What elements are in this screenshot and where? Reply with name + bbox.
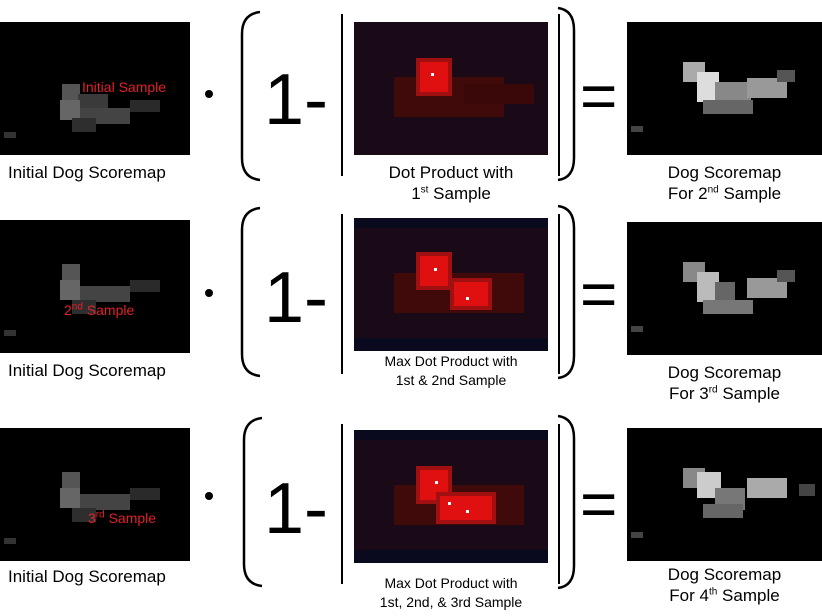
initial-dog-scoremap-3: 3rd Sample [0,428,190,561]
right-paren [557,6,576,182]
equals-sign: = [580,258,618,330]
one-minus: 1- [264,258,329,338]
abs-bar-right [558,14,560,176]
left-paren [242,416,263,588]
sample-label: Initial Sample [82,79,167,95]
left-paren [240,10,261,182]
dot-product-map-1 [354,22,548,155]
center-caption: Max Dot Product with 1st & 2nd Sample [384,353,518,388]
dog-scoremap-2nd [627,22,822,155]
right-paren [557,204,576,380]
multiply-dot [205,492,213,500]
sample-label: 3rd Sample [88,509,157,526]
abs-bar-left [341,214,343,374]
left-paren [240,206,261,378]
right-caption: Dog Scoremap For 4th Sample [667,565,782,605]
one-minus: 1- [264,60,329,140]
equals-sign: = [580,60,618,132]
abs-bar-left [341,424,343,584]
dot-product-map-3 [354,430,548,563]
dot-product-map-2 [354,218,548,351]
initial-dog-scoremap-1: Initial Sample [0,22,190,155]
center-caption: Dot Product with 1st Sample [388,163,514,203]
right-paren [557,414,576,590]
sample-label: 2nd Sample [64,301,135,318]
abs-bar-right [558,214,560,374]
left-caption: Initial Dog Scoremap [8,163,166,182]
right-caption: Dog Scoremap For 2nd Sample [667,163,782,203]
abs-bar-right [558,424,560,584]
initial-dog-scoremap-2: 2nd Sample [0,220,190,353]
left-caption: Initial Dog Scoremap [8,361,166,380]
dog-scoremap-4th [627,428,822,561]
one-minus: 1- [264,469,329,549]
right-caption: Dog Scoremap For 3rd Sample [667,363,782,403]
abs-bar-left [341,14,343,176]
equals-sign: = [580,468,618,540]
multiply-dot [205,90,213,98]
multiply-dot [205,289,213,297]
left-caption: Initial Dog Scoremap [8,567,166,586]
center-caption: Max Dot Product with 1st, 2nd, & 3rd Sam… [379,575,523,610]
dog-scoremap-3rd [627,222,822,355]
